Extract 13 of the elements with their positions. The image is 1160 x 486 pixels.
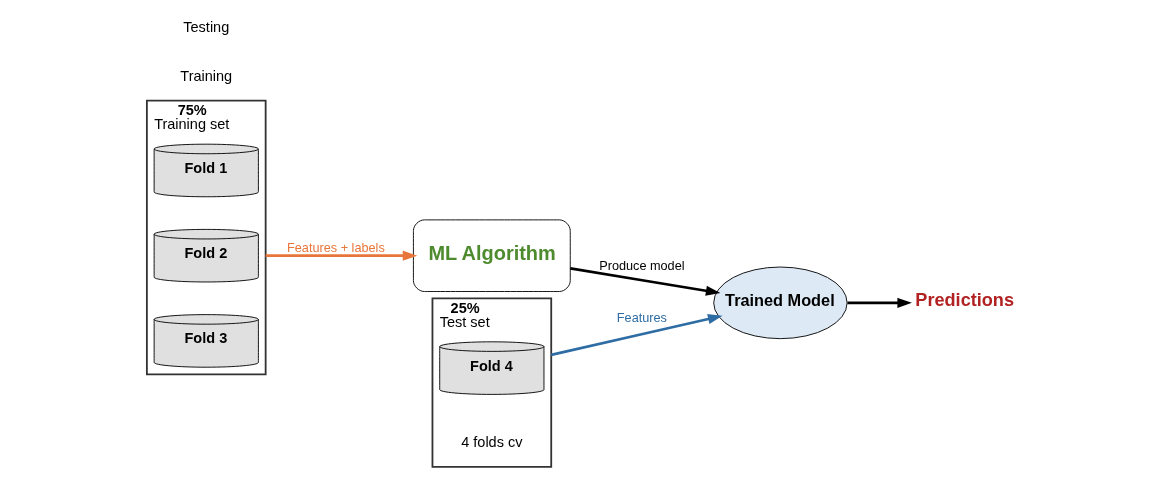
edge-label: Features + labels <box>286 241 385 256</box>
edge-label: Features <box>616 311 667 326</box>
arrow <box>550 314 722 357</box>
label: Training <box>179 67 232 84</box>
arrow <box>569 267 720 296</box>
node-label: 4 folds cv <box>460 433 522 450</box>
node-text: Predictions <box>914 290 1014 311</box>
node-box: ML Algorithm <box>412 219 571 292</box>
node-ellipse: Trained Model <box>712 266 848 340</box>
arrow <box>265 250 417 261</box>
label: Testing <box>182 18 229 35</box>
arrow <box>846 297 912 308</box>
edge-label: Produce model <box>598 259 685 274</box>
